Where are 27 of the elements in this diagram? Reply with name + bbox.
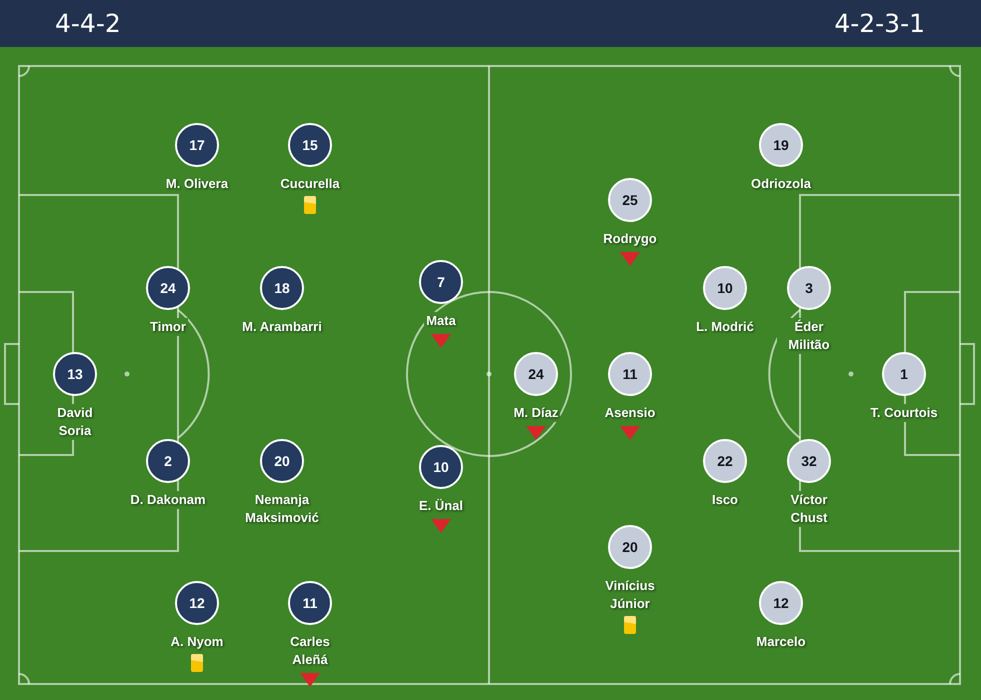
player-number-disc: 25 — [608, 178, 652, 222]
formation-label: 4-2-3-1 — [834, 9, 925, 38]
player-number-disc: 11 — [288, 580, 332, 624]
player-number-disc: 1 — [882, 352, 926, 396]
player-number-disc: 18 — [260, 266, 304, 310]
formation-label: 4-4-2 — [55, 9, 121, 38]
player-number-disc: 12 — [759, 580, 803, 624]
player-number-disc: 20 — [608, 524, 652, 568]
player-number-disc: 32 — [787, 438, 831, 482]
player-number-disc: 7 — [419, 260, 463, 304]
player-number-disc: 19 — [759, 122, 803, 166]
player-number-disc: 3 — [787, 266, 831, 310]
player-number-disc: 13 — [53, 352, 97, 396]
player-name: Timor — [148, 318, 188, 336]
player-number-disc: 10 — [703, 266, 747, 310]
player-number-disc: 2 — [146, 438, 190, 482]
player-name: D. Dakonam — [128, 491, 208, 509]
player-name: T. Courtois — [868, 404, 940, 422]
player-number-disc: 12 — [175, 580, 219, 624]
player-number-disc: 15 — [288, 122, 332, 166]
player-number-disc: 24 — [146, 266, 190, 310]
player-number-disc: 10 — [419, 444, 463, 488]
player-number-disc: 22 — [703, 438, 747, 482]
player-number-disc: 20 — [260, 438, 304, 482]
player-number-disc: 24 — [514, 352, 558, 396]
player-number-disc: 11 — [608, 352, 652, 396]
player-number-disc: 17 — [175, 122, 219, 166]
